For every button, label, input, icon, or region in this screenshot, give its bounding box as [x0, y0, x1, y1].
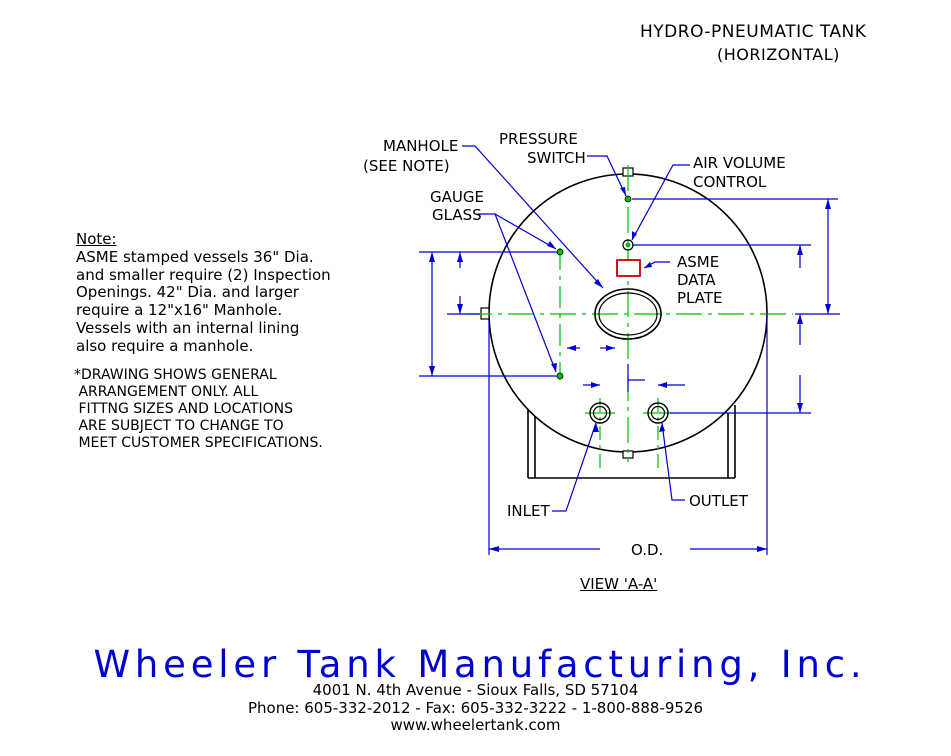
arrowheads — [429, 187, 831, 552]
label-plate: PLATE — [677, 289, 723, 307]
view-label: VIEW 'A-A' — [580, 575, 658, 593]
label-manhole: MANHOLE — [383, 137, 459, 155]
drawing-title: HYDRO-PNEUMATIC TANK — [640, 22, 867, 42]
drawing-note-line: MEET CUSTOMER SPECIFICATIONS. — [74, 435, 323, 451]
dimension-lines — [419, 198, 840, 555]
label-air-volume: AIR VOLUME — [693, 154, 786, 172]
company-phone: Phone: 605-332-2012 - Fax: 605-332-3222 … — [247, 699, 704, 717]
asme-data-plate — [616, 259, 641, 277]
company-website: www.wheelertank.com — [390, 716, 561, 734]
drawing-note-line: FITTNG SIZES AND LOCATIONS — [74, 401, 293, 417]
note-heading: Note: — [76, 230, 117, 248]
label-gauge: GAUGE — [430, 188, 484, 206]
air-volume-fitting-inner — [625, 242, 631, 248]
label-data: DATA — [677, 271, 716, 289]
label-od: O.D. — [631, 541, 664, 559]
note-line: require a 12"x16" Manhole. — [76, 301, 283, 320]
manhole-inner — [598, 292, 658, 336]
note-line: also require a manhole. — [76, 336, 254, 355]
note-line: and smaller require (2) Inspection — [76, 265, 331, 284]
manhole-outer — [594, 288, 662, 340]
note-line: Openings. 42" Dia. and larger — [76, 283, 299, 302]
label-pressure: PRESSURE — [499, 130, 578, 148]
label-asme: ASME — [677, 253, 720, 271]
gauge-glass-upper-fitting — [556, 248, 564, 256]
outlet-pipe-outer — [647, 402, 669, 424]
inlet-pipe-outer — [589, 402, 611, 424]
drawing-subtitle: (HORIZONTAL) — [717, 45, 840, 64]
label-see-note: (SEE NOTE) — [363, 157, 450, 175]
label-switch: SWITCH — [527, 149, 586, 167]
label-inlet: INLET — [507, 502, 550, 520]
label-glass: GLASS — [432, 206, 482, 224]
gauge-glass-lower-fitting — [556, 372, 564, 380]
note-block: Note: ASME stamped vessels 36" Dia. and … — [76, 230, 331, 356]
drawing-note-block: *DRAWING SHOWS GENERAL ARRANGEMENT ONLY.… — [74, 367, 323, 452]
drawing-note-line: *DRAWING SHOWS GENERAL — [74, 367, 277, 383]
label-control: CONTROL — [693, 173, 767, 191]
label-outlet: OUTLET — [689, 492, 748, 510]
company-name: Wheeler Tank Manufacturing, Inc. — [93, 643, 867, 686]
pressure-switch-fitting — [624, 195, 632, 203]
drawing-note-line: ARRANGEMENT ONLY. ALL — [74, 384, 259, 400]
drawing-note-line: ARE SUBJECT TO CHANGE TO — [74, 418, 284, 434]
company-address: 4001 N. 4th Avenue - Sioux Falls, SD 571… — [312, 681, 639, 699]
note-line: Vessels with an internal lining — [76, 318, 300, 337]
leader-lines — [462, 145, 690, 512]
saddle-support — [527, 405, 736, 479]
outlet-pipe-inner — [650, 405, 666, 421]
inlet-pipe-inner — [592, 405, 608, 421]
note-line: ASME stamped vessels 36" Dia. — [76, 247, 314, 266]
